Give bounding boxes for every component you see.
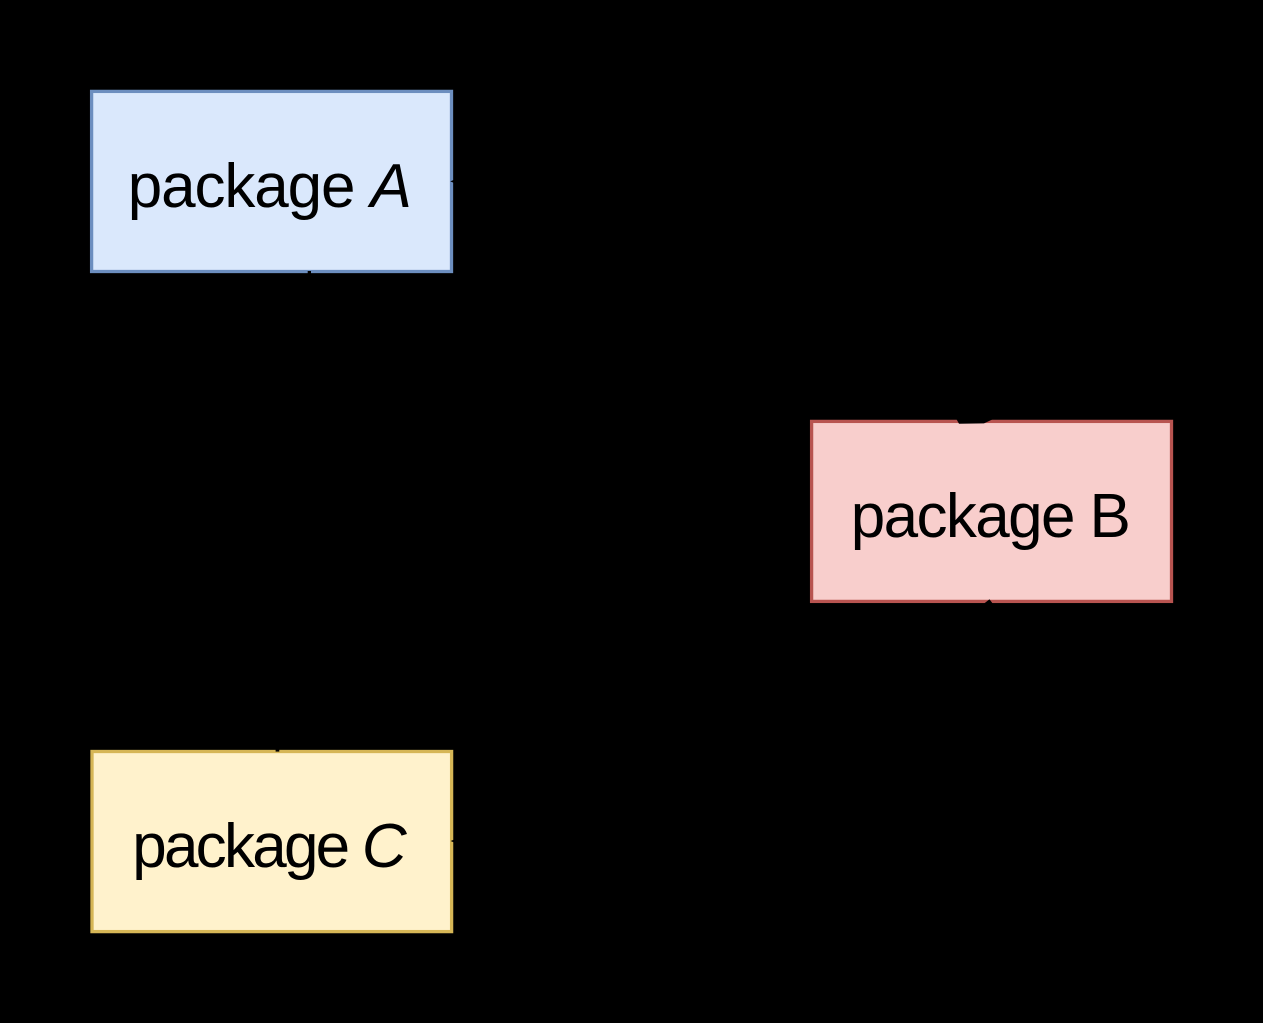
svg-text:package C: package C <box>132 812 408 881</box>
svg-text:package A: package A <box>128 152 412 221</box>
svg-text:package B: package B <box>851 482 1131 551</box>
